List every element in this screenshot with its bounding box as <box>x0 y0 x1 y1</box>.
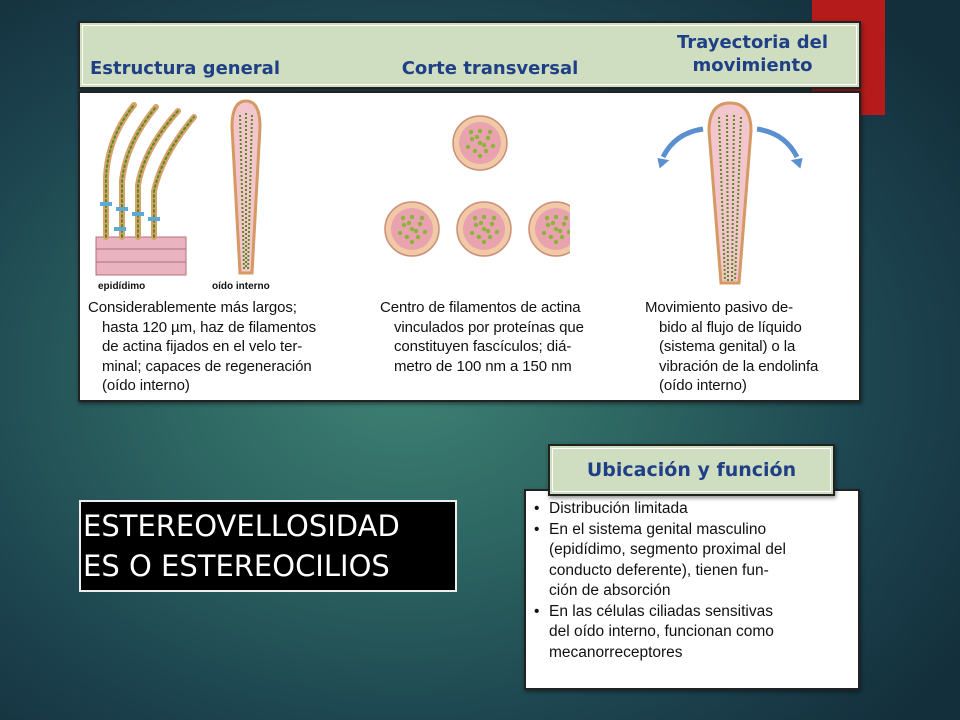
desc-corte-line: vinculados por proteínas que <box>394 318 584 336</box>
cross-section-illustration <box>384 115 570 257</box>
desc-estructura-line: de actina fijados en el velo ter- <box>102 338 303 355</box>
header-estructura: Estructura general <box>90 58 280 79</box>
desc-estructura-line: hasta 120 µm, haz de filamentos <box>102 318 316 336</box>
desc-trayectoria-line: (sistema genital) o la <box>659 338 796 355</box>
desc-estructura-line: minal; capaces de regeneración <box>102 357 312 375</box>
desc-trayectoria-line: (oído interno) <box>659 377 747 394</box>
desc-trayectoria-line: vibración de la endolinfa <box>659 357 819 375</box>
comparison-body: epidídimo oído interno <box>78 91 861 402</box>
epididymis-stereocilia-illustration <box>95 102 197 276</box>
header-trayectoria-line2: movimiento <box>692 55 813 76</box>
ubicacion-header: Ubicación y función <box>548 444 835 496</box>
bullet-line: del oído interno, funcionan como <box>549 623 774 640</box>
desc-trayectoria-line: bido al flujo de líquido <box>659 318 802 336</box>
desc-trayectoria-line: Movimiento pasivo de- <box>645 299 793 316</box>
bullet-line: conducto deferente), tienen fun- <box>549 561 769 579</box>
movement-trajectory-illustration <box>657 101 803 285</box>
label-epididimo: epidídimo <box>98 281 146 292</box>
bullet-line: (epidídimo, segmento proximal del <box>549 541 786 558</box>
comparison-header: Estructura general Corte transversal Tra… <box>78 21 861 89</box>
header-trayectoria-line1: Trayectoria del <box>676 32 829 53</box>
desc-corte-line: metro de 100 nm a 150 nm <box>394 357 572 375</box>
inner-ear-stereocilium-illustration <box>230 99 262 275</box>
bullet-line: ción de absorción <box>549 582 671 599</box>
desc-estructura-line: Considerablemente más largos; <box>88 299 297 316</box>
desc-corte-line: constituyen fascículos; diá- <box>394 338 572 355</box>
description-trayectoria: Movimiento pasivo de- bido al flujo de l… <box>645 298 818 396</box>
label-oido-interno: oído interno <box>212 281 270 292</box>
bullet-line: En el sistema genital masculino <box>534 520 786 541</box>
slide-title-line2: ES O ESTEREOCILIOS <box>83 549 390 583</box>
ubicacion-body: Distribución limitada En el sistema geni… <box>524 489 860 690</box>
header-corte: Corte transversal <box>401 58 579 79</box>
ubicacion-bullets: Distribución limitada En el sistema geni… <box>534 499 786 663</box>
slide-title: ESTEREOVELLOSIDAD ES O ESTEREOCILIOS <box>79 500 457 592</box>
bullet-line: Distribución limitada <box>534 499 786 520</box>
desc-corte-line: Centro de filamentos de actina <box>380 299 581 316</box>
description-corte: Centro de filamentos de actina vinculado… <box>380 298 584 376</box>
slide-title-line1: ESTEREOVELLOSIDAD <box>83 509 400 543</box>
bullet-line: mecanorreceptores <box>549 643 683 661</box>
header-trayectoria: Trayectoria del movimiento <box>665 31 840 77</box>
bullet-line: En las células ciliadas sensitivas <box>534 602 786 623</box>
description-estructura: Considerablemente más largos; hasta 120 … <box>88 298 316 396</box>
desc-estructura-line: (oído interno) <box>102 377 190 394</box>
